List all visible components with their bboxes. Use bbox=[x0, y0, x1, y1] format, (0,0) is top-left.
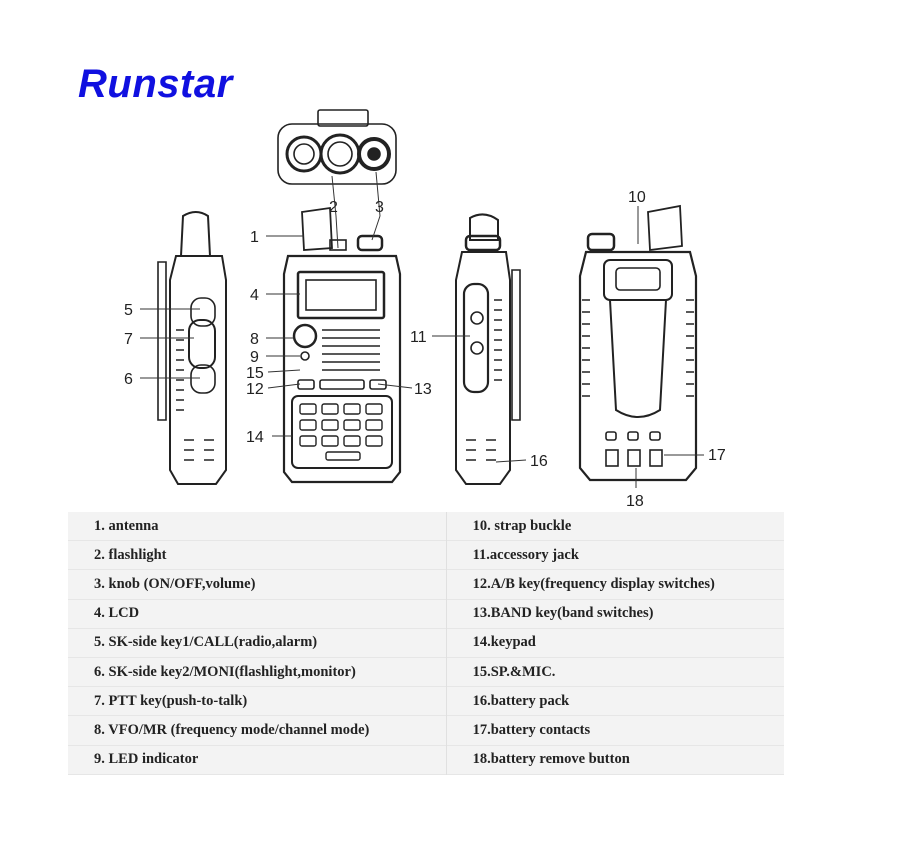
legend-item: 18.battery remove button bbox=[472, 751, 630, 768]
radio-left-side-view bbox=[157, 211, 227, 485]
callout-11: 11 bbox=[410, 329, 427, 346]
legend-item: 9. LED indicator bbox=[68, 745, 447, 775]
legend-item: 6. SK-side key2/MONI(flashlight,monitor) bbox=[68, 657, 447, 687]
table-row: 8. VFO/MR (frequency mode/channel mode) … bbox=[68, 715, 784, 745]
callout-1: 1 bbox=[250, 229, 259, 246]
radio-right-side-view bbox=[455, 213, 521, 485]
callout-4: 4 bbox=[250, 287, 259, 304]
legend-item: 2. flashlight bbox=[68, 540, 447, 570]
callout-6: 6 bbox=[124, 371, 133, 388]
callout-2: 2 bbox=[329, 199, 338, 216]
table-row: 9. LED indicator 18.battery remove butto… bbox=[68, 745, 784, 775]
table-row: 4. LCD 13.BAND key(band switches) bbox=[68, 599, 784, 629]
legend-item: 3. knob (ON/OFF,volume) bbox=[68, 569, 447, 600]
legend-item: 5. SK-side key1/CALL(radio,alarm) bbox=[68, 628, 447, 658]
table-row: 5. SK-side key1/CALL(radio,alarm) 14.key… bbox=[68, 628, 784, 658]
radio-diagram: 1 2 3 4 5 6 7 8 9 10 11 12 13 14 15 16 1… bbox=[124, 109, 726, 510]
radio-front-view bbox=[282, 206, 402, 484]
table-row: 2. flashlight 11.accessory jack bbox=[68, 540, 784, 570]
radio-back-view bbox=[578, 204, 698, 482]
table-row: 1. antenna 10. strap buckle bbox=[68, 512, 784, 541]
legend-item: 4. LCD bbox=[68, 599, 447, 629]
legend-item: 15.SP.&MIC. bbox=[472, 663, 556, 680]
legend-item: 16.battery pack bbox=[472, 692, 570, 709]
brand-logo-text: Runstar bbox=[78, 62, 233, 106]
callout-17: 17 bbox=[708, 447, 726, 464]
parts-legend-table: 1. antenna 10. strap buckle 2. flashligh… bbox=[68, 512, 784, 775]
callout-14: 14 bbox=[246, 429, 264, 446]
callout-5: 5 bbox=[124, 302, 133, 319]
legend-item: 1. antenna bbox=[68, 512, 447, 541]
callout-16: 16 bbox=[530, 453, 548, 470]
table-row: 3. knob (ON/OFF,volume) 12.A/B key(frequ… bbox=[68, 569, 784, 600]
radio-top-view bbox=[277, 109, 397, 185]
legend-item: 13.BAND key(band switches) bbox=[472, 605, 654, 622]
legend-item: 14.keypad bbox=[472, 634, 536, 651]
callout-12: 12 bbox=[246, 381, 264, 398]
callout-7: 7 bbox=[124, 331, 133, 348]
legend-item: 17.battery contacts bbox=[472, 721, 591, 738]
legend-item: 8. VFO/MR (frequency mode/channel mode) bbox=[68, 715, 447, 745]
table-row: 6. SK-side key2/MONI(flashlight,monitor)… bbox=[68, 657, 784, 687]
callout-3: 3 bbox=[375, 199, 384, 216]
callout-13: 13 bbox=[414, 381, 432, 398]
legend-item: 7. PTT key(push-to-talk) bbox=[68, 686, 447, 716]
callout-18: 18 bbox=[626, 493, 644, 510]
legend-item: 12.A/B key(frequency display switches) bbox=[472, 575, 715, 592]
callout-15: 15 bbox=[246, 365, 264, 382]
callout-9: 9 bbox=[250, 349, 259, 366]
callout-10: 10 bbox=[628, 189, 646, 206]
table-row: 7. PTT key(push-to-talk) 16.battery pack bbox=[68, 686, 784, 716]
legend-item: 10. strap buckle bbox=[472, 517, 572, 534]
callout-8: 8 bbox=[250, 331, 259, 348]
legend-item: 11.accessory jack bbox=[472, 546, 579, 563]
